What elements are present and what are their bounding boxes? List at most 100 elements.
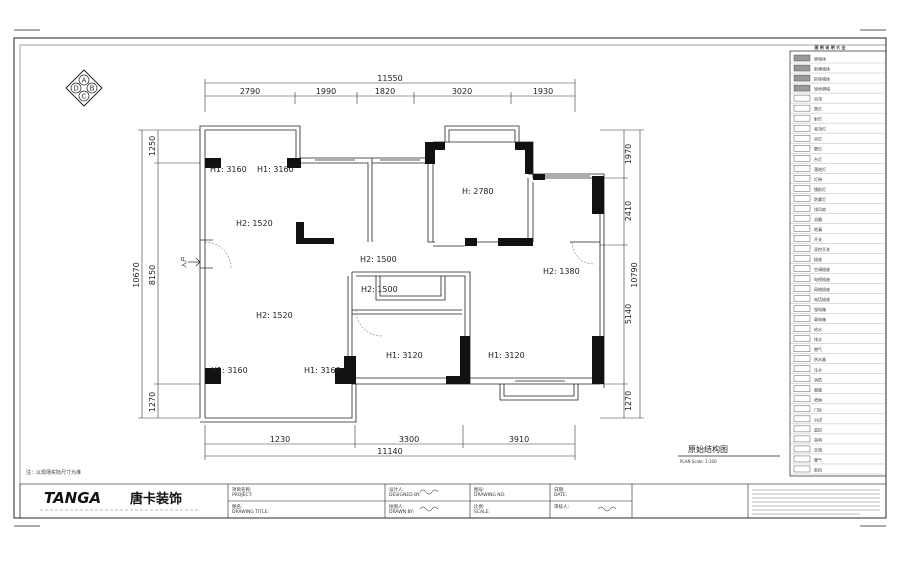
legend-item: 电视插座 xyxy=(790,275,886,284)
legend-item: 新风 xyxy=(790,465,886,475)
legend-symbol-icon xyxy=(793,165,811,172)
entry-arrow-icon xyxy=(188,239,213,269)
legend-symbol-icon xyxy=(793,335,811,342)
legend-item: 排风扇 xyxy=(790,205,886,214)
tb-project-cn: 项目名称: xyxy=(232,486,252,493)
dim-bottom-total: 11140 xyxy=(377,447,402,456)
legend-item-label: 镜前灯 xyxy=(814,186,826,192)
legend-symbol-icon xyxy=(793,235,811,242)
legend-item: 对讲 xyxy=(790,415,886,425)
legend-item: 监控 xyxy=(790,425,886,435)
legend-item-label: 燃气 xyxy=(814,346,822,352)
tb-fine-print xyxy=(752,489,880,515)
legend-item: 吊顶 xyxy=(790,94,886,104)
legend-symbol-icon xyxy=(793,385,811,393)
legend-item-label: 消防 xyxy=(814,376,822,382)
legend-item: 地漏 xyxy=(790,225,886,234)
dim-top-5: 1930 xyxy=(533,87,553,96)
legend-item-label: 喷淋 xyxy=(814,396,822,402)
room-label-9: H1: 3160 xyxy=(211,366,248,375)
legend-item: 排水 xyxy=(790,335,886,344)
legend-item-label: 排水 xyxy=(814,336,822,342)
legend-item-label: 网络插座 xyxy=(814,286,830,292)
dim-bottom-3: 3910 xyxy=(509,435,529,444)
legend-symbol-icon xyxy=(793,415,811,423)
legend-item-label: 排风扇 xyxy=(814,206,826,212)
legend-item-label: 台灯 xyxy=(814,156,822,162)
dim-right-1: 1970 xyxy=(624,144,633,164)
legend-symbol-icon xyxy=(793,155,811,162)
legend-item-label: 冷水 xyxy=(814,366,822,372)
legend-item-label: 门铃 xyxy=(814,406,822,412)
legend-symbol-icon xyxy=(793,295,811,302)
legend-symbol-icon xyxy=(793,195,811,202)
tb-date-cn: 日期: xyxy=(554,487,565,493)
dim-top-1: 2790 xyxy=(240,87,260,96)
legend-item: 灯带 xyxy=(790,175,886,184)
legend-item: 电话插座 xyxy=(790,295,886,304)
legend-item: 给水 xyxy=(790,325,886,334)
legend-item-label: 空调 xyxy=(814,446,822,452)
tb-designed-cn: 设计人: xyxy=(389,486,404,493)
legend-item-label: 落地灯 xyxy=(814,166,826,172)
legend-symbol-icon xyxy=(793,355,811,362)
legend-symbol-icon xyxy=(793,375,811,382)
legend-item: 落地灯 xyxy=(790,165,886,174)
legend-symbol-icon xyxy=(793,225,811,232)
legend-item: 插座 xyxy=(790,255,886,264)
room-label-11: H1: 3120 xyxy=(386,351,423,360)
legend-header: 图 例 说 明 大 全 xyxy=(815,44,847,50)
legend-item: 新建墙体 xyxy=(790,64,886,74)
legend-item-label: 筒灯 xyxy=(814,106,822,112)
legend-symbol-icon xyxy=(793,64,811,72)
legend-item: 吸顶灯 xyxy=(790,124,886,134)
legend-item: 强电箱 xyxy=(790,305,886,314)
legend-symbol-icon xyxy=(793,124,811,132)
tb-drawing-no-cn: 图号: xyxy=(474,487,485,493)
legend-item: 台灯 xyxy=(790,155,886,164)
entry-label: 入户 xyxy=(180,256,188,268)
legend-item-label: 壁灯 xyxy=(814,146,822,152)
room-label-6: H2: 1380 xyxy=(543,267,580,276)
legend-item-label: 暖气 xyxy=(814,456,822,462)
legend-item-label: 音响 xyxy=(814,436,822,442)
legend-item: 防雾灯 xyxy=(790,195,886,204)
top-dimensions xyxy=(204,79,576,112)
signatures xyxy=(419,489,617,512)
dim-right-3: 5140 xyxy=(624,304,633,324)
legend-item: 空调 xyxy=(790,445,886,455)
legend-item: 音响 xyxy=(790,435,886,445)
floor-plan xyxy=(199,125,605,423)
legend-item: 暖气 xyxy=(790,455,886,465)
legend-symbol-icon xyxy=(793,275,811,282)
legend-list: 原墙体新建墙体拆除墙体轻质隔墙吊顶筒灯射灯吸顶灯吊灯壁灯台灯落地灯灯带镜前灯防雾… xyxy=(790,54,886,475)
legend-item: 空调插座 xyxy=(790,265,886,274)
tb-designed-en: DESIGNED BY: xyxy=(389,492,421,498)
legend-symbol-icon xyxy=(793,395,811,403)
dim-top-3: 1820 xyxy=(375,87,395,96)
tb-drawn-en: DRAWN BY: xyxy=(389,509,414,515)
legend-item-label: 监控 xyxy=(814,426,822,432)
legend-symbol-icon xyxy=(793,435,811,443)
legend-item-label: 地漏 xyxy=(814,226,822,232)
legend-item: 吊灯 xyxy=(790,134,886,144)
legend-symbol-icon xyxy=(793,285,811,292)
legend-symbol-icon xyxy=(793,185,811,192)
dim-right-total: 10790 xyxy=(630,262,639,287)
legend-item-label: 电视插座 xyxy=(814,276,830,282)
room-label-2: H1: 3160 xyxy=(257,165,294,174)
legend-symbol-icon xyxy=(793,205,811,212)
bottom-dimensions xyxy=(204,425,576,460)
tb-project-en: PROJECT: xyxy=(232,492,252,498)
plan-title: 原始结构图 xyxy=(688,444,728,454)
room-label-7: H2: 1500 xyxy=(361,285,398,294)
tb-scale-cn: 比例: xyxy=(474,503,485,510)
legend-symbol-icon xyxy=(793,405,811,413)
compass-letter-c: C xyxy=(82,93,87,101)
legend-item: 轻质隔墙 xyxy=(790,84,886,94)
title-block xyxy=(19,483,887,519)
compass-letter-b: B xyxy=(90,85,95,93)
legend-item: 浴霸 xyxy=(790,215,886,224)
tb-scale-en: SCALE: xyxy=(474,509,490,515)
